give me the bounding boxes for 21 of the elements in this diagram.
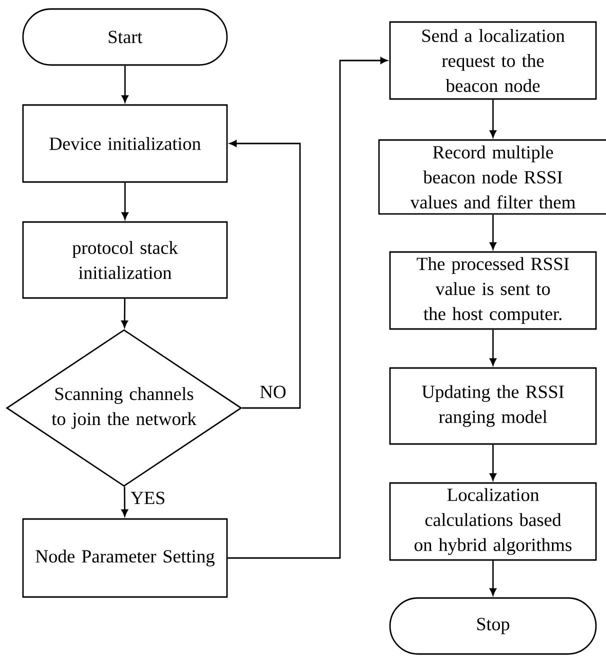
process-box: Node Parameter Setting [22,518,228,598]
process-box: The processed RSSI value is sent to the host computer. [389,251,597,330]
arrow [490,100,496,138]
arrow [490,214,496,250]
process-box: Updating the RSSI ranging model [389,367,597,445]
arrow [490,330,496,366]
arrow [121,298,128,328]
process-box: Record multiple beacon node RSSI values and filter them [378,139,606,215]
arrow [122,182,128,220]
process-box: Device initialization [22,104,228,183]
process-box: protocol stack initialization [22,221,228,299]
process-box: Localization calculations based on hybrid algorithms [389,482,597,561]
arrow [229,140,301,409]
edge-label: YES [130,492,164,504]
arrow [121,486,128,517]
arrow [228,57,388,559]
arrow [122,66,128,103]
arrow [490,444,496,481]
process-box: Send a localization request to the beacon node [389,21,597,100]
edge-label: NO [260,386,286,398]
arrow [490,560,496,596]
